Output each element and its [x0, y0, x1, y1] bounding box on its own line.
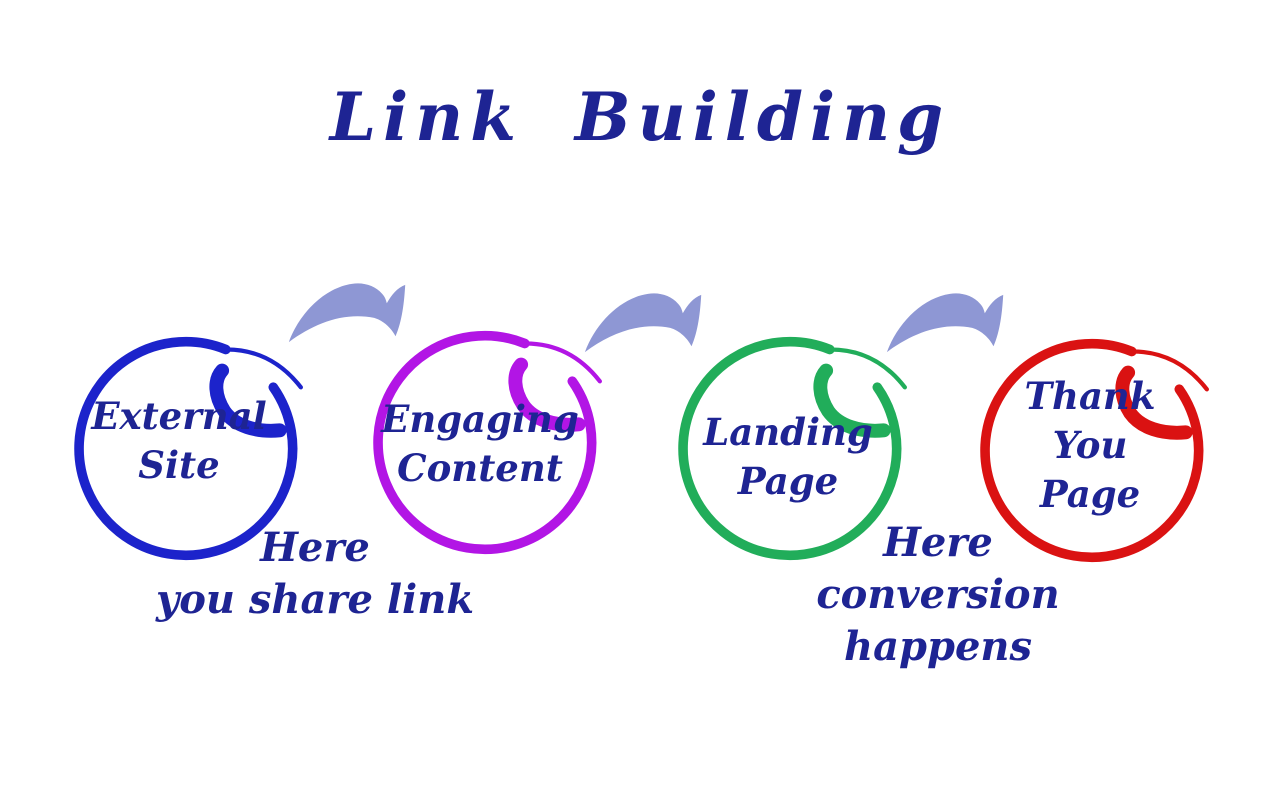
circle-outline-engaging-content [373, 330, 602, 555]
circle-outline-landing-page [678, 336, 907, 561]
step-label-external-site: External Site [49, 392, 309, 490]
circle-tail-stroke [522, 341, 602, 384]
annotation-share-link: Here you share link [115, 522, 515, 626]
diagram-title: Link Building [329, 78, 951, 156]
step-label-line: Site [138, 443, 220, 487]
annotation-line: you share link [155, 576, 475, 623]
curved-arrow-icon [288, 283, 406, 343]
step-label-landing-page: Landing Page [658, 408, 918, 506]
circle-outline-thank-you-page [980, 338, 1209, 563]
step-label-line: Engaging [381, 397, 579, 441]
circle-hook-stroke [813, 363, 891, 438]
circle-hook-stroke [209, 363, 287, 438]
step-label-line: External [91, 394, 267, 438]
step-label-line: Content [397, 446, 563, 490]
annotation-line: Here [260, 524, 370, 571]
annotation-line: Here [883, 519, 993, 566]
circle-tail-stroke [223, 347, 303, 390]
circle-hook-stroke [1115, 365, 1193, 440]
circle-ring [74, 336, 298, 561]
step-label-line: Page [737, 459, 839, 503]
step-label-thank-you-page: Thank You Page [960, 372, 1220, 519]
circle-outline-external-site [74, 336, 303, 561]
step-label-line: Thank [1024, 374, 1156, 418]
curved-arrow-icon [886, 293, 1004, 353]
circle-ring [373, 330, 597, 555]
annotation-line: happens [844, 623, 1032, 670]
step-label-line: Landing [703, 410, 873, 454]
annotation-line: conversion [816, 571, 1060, 618]
circle-tail-stroke [1129, 349, 1209, 392]
step-label-engaging-content: Engaging Content [350, 395, 610, 493]
circle-tail-stroke [827, 347, 907, 390]
step-label-line: You [1052, 423, 1128, 467]
step-label-line: Page [1039, 472, 1141, 516]
curved-arrow-icon [584, 293, 702, 353]
circle-ring [980, 338, 1204, 563]
annotation-conversion: Here conversion happens [738, 517, 1138, 673]
circle-hook-stroke [508, 357, 586, 432]
circle-ring [678, 336, 902, 561]
